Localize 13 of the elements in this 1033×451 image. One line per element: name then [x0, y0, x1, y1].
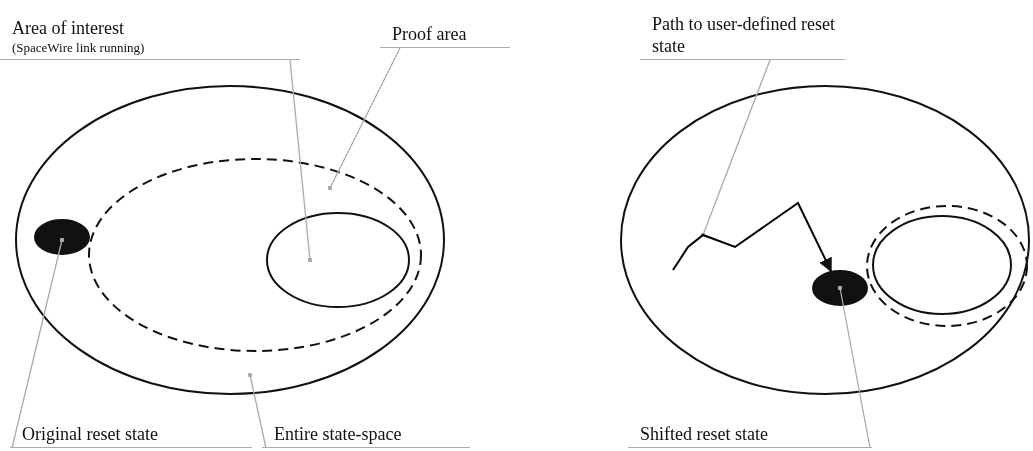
label-with-underline: Entire state-space — [262, 412, 470, 448]
zigzag-arrow — [672, 201, 832, 273]
leader-line — [289, 59, 313, 263]
leader-line — [247, 372, 267, 449]
label-with-underline: Shifted reset state — [628, 412, 872, 448]
leader-line — [700, 59, 771, 238]
label-with-underline: Original reset state — [10, 412, 252, 448]
leader-line — [11, 237, 65, 449]
leader-line — [837, 285, 871, 449]
label-with-underline: Area of interest (SpaceWire link running) — [0, 0, 300, 60]
label-with-underline: Path to user-defined reset state — [640, 0, 845, 60]
label-with-underline: Proof area — [380, 14, 510, 48]
leader-line — [327, 47, 401, 191]
